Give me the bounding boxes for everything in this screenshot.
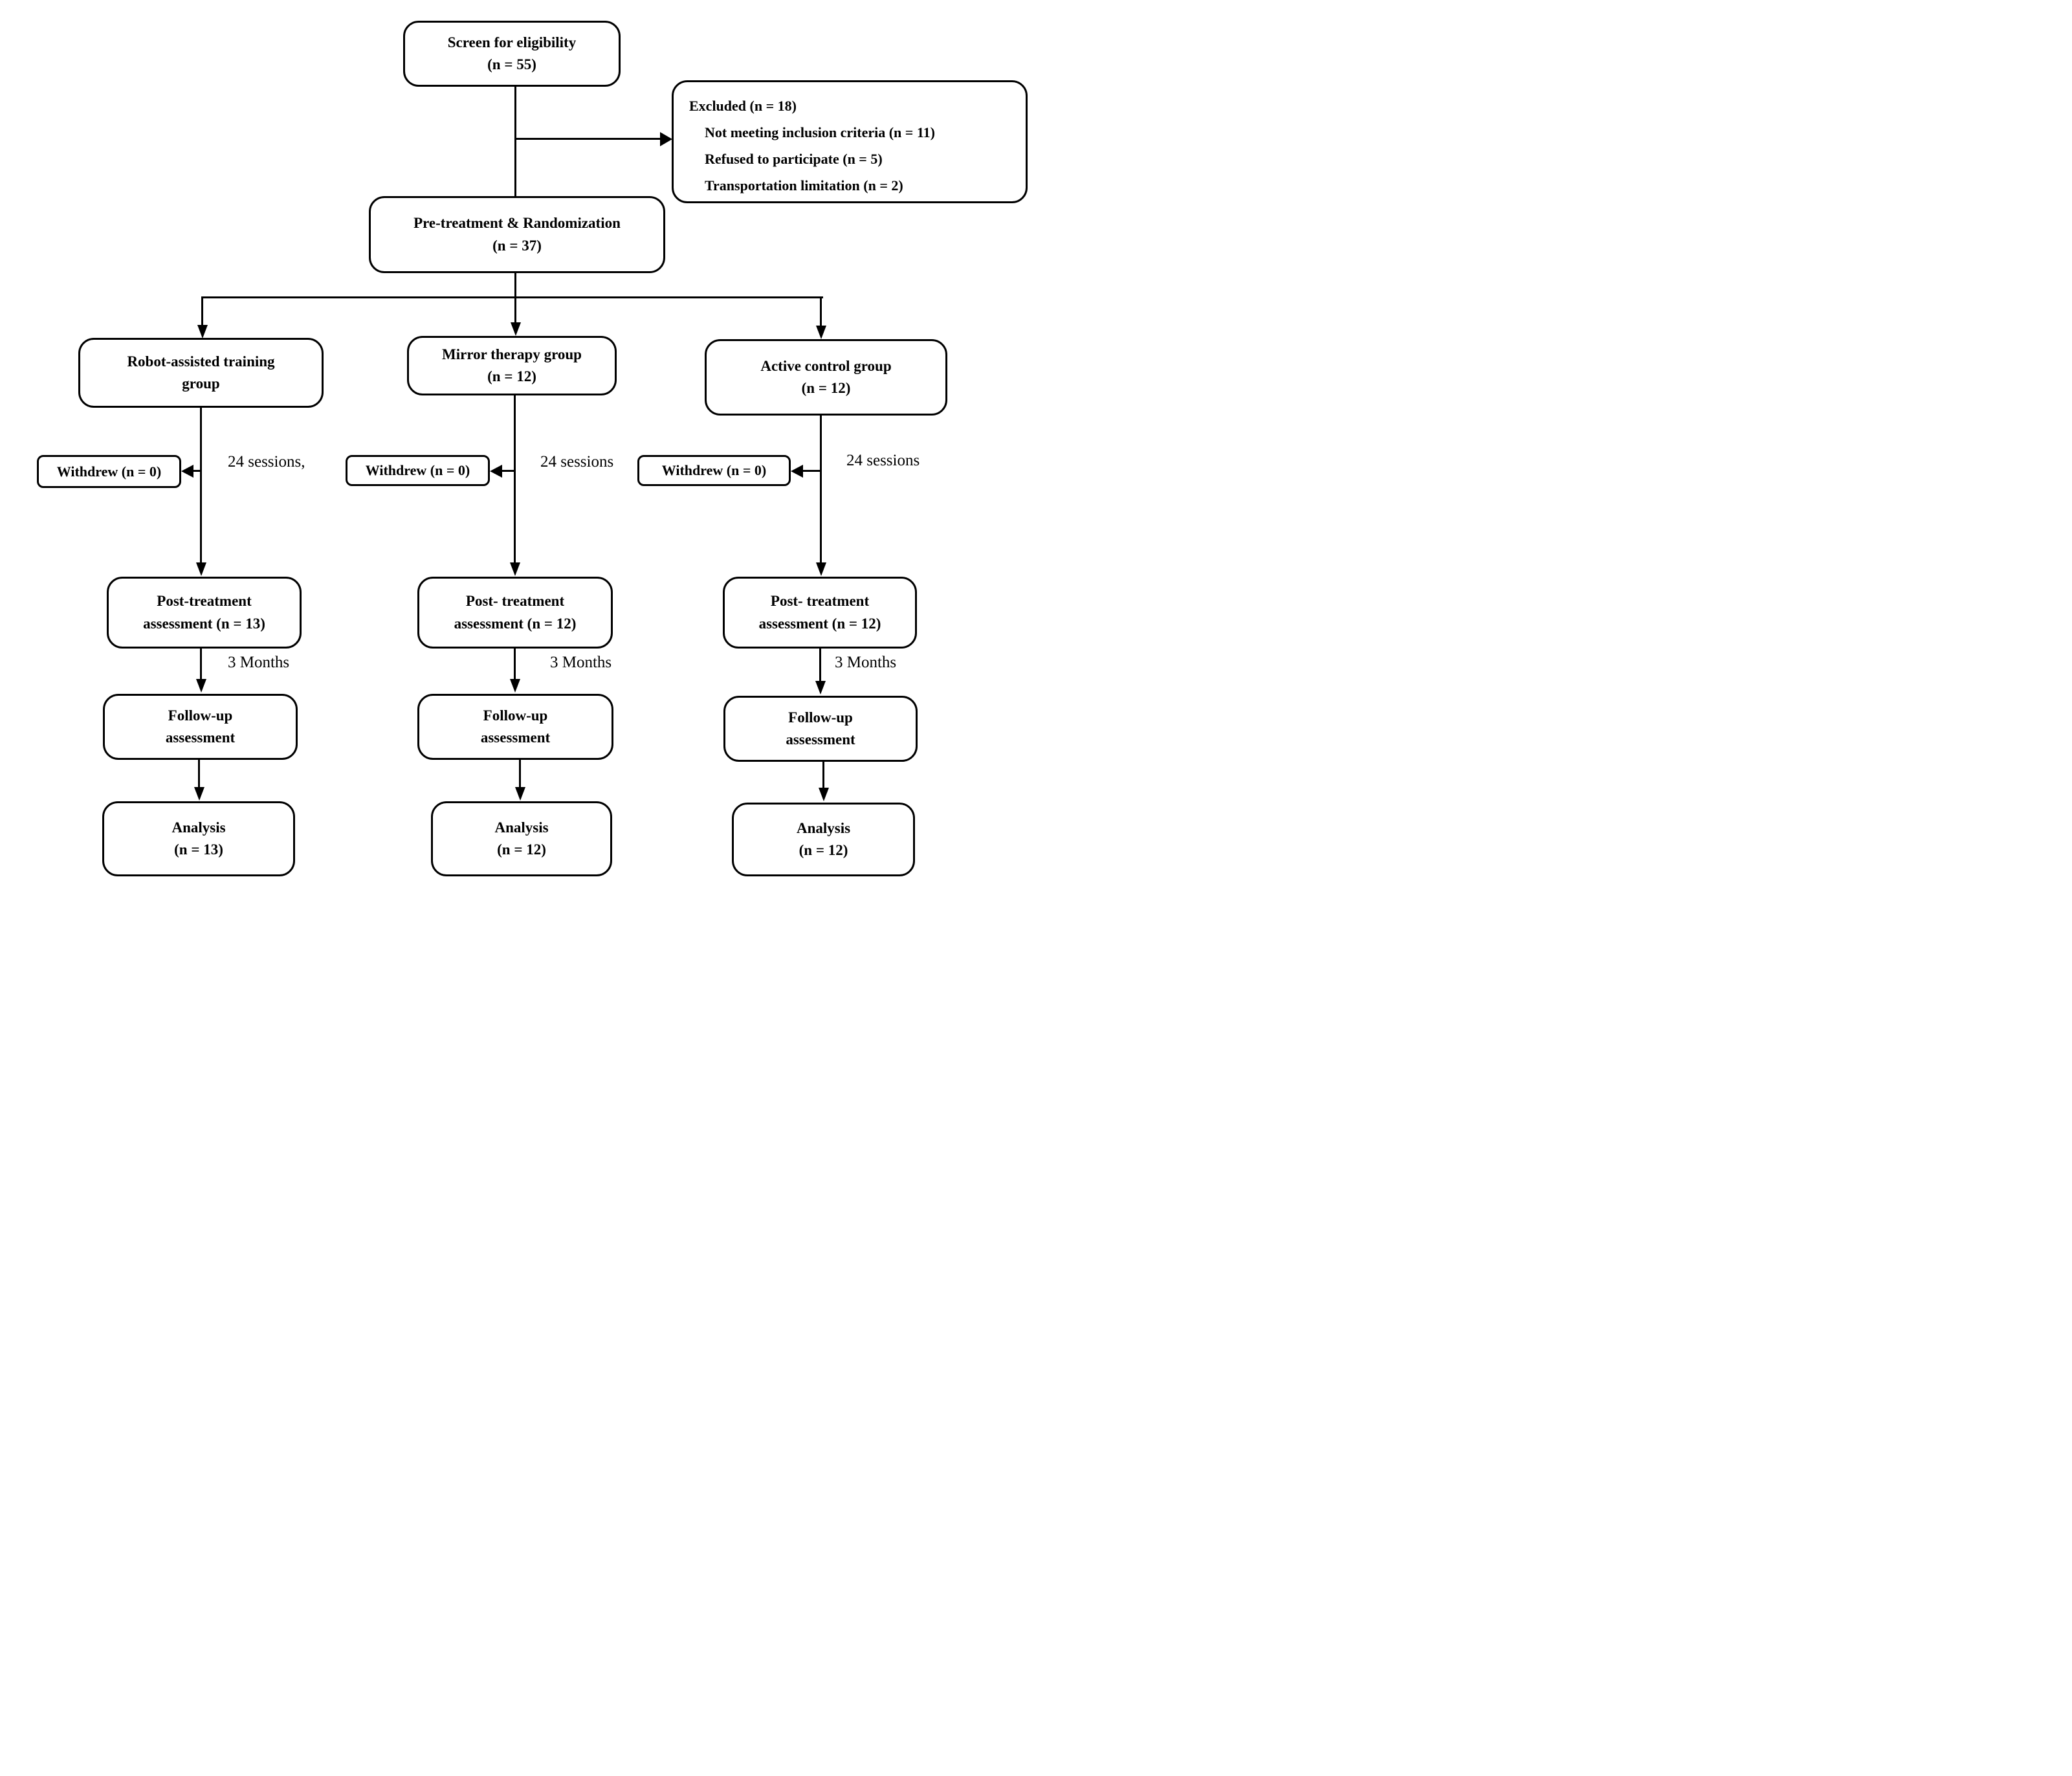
arrowhead-right-excluded-icon (660, 132, 672, 146)
screen-eligibility-count: (n = 55) (487, 56, 536, 72)
post-treatment-count-active: assessment (n = 12) (758, 615, 881, 632)
connector-followup-analysis-robot (198, 760, 200, 788)
arrowhead-left-withdrew-mirror-icon (490, 465, 502, 478)
post-treatment-box-active: Post- treatment assessment (n = 12) (723, 577, 917, 649)
arrowhead-down-post-active-icon (816, 562, 826, 576)
analysis-box-robot: Analysis (n = 13) (102, 801, 295, 876)
arrowhead-down-active-icon (816, 326, 826, 339)
analysis-count-robot: (n = 13) (174, 841, 223, 858)
screen-eligibility-label: Screen for eligibility (447, 34, 577, 50)
post-treatment-label-robot: Post-treatment (157, 593, 252, 609)
robot-group-label-line1: Robot-assisted training (127, 353, 275, 370)
withdrew-label-mirror: Withdrew (n = 0) (365, 462, 470, 478)
arrowhead-left-withdrew-active-icon (791, 465, 803, 478)
mirror-group-count: (n = 12) (487, 368, 536, 384)
analysis-count-active: (n = 12) (799, 842, 848, 858)
arrowhead-down-analysis-robot-icon (194, 787, 204, 801)
arrowhead-down-robot-icon (197, 325, 208, 339)
connector-branch-robot (201, 296, 203, 326)
connector-branch-mirror (514, 296, 516, 324)
connector-post-followup-robot (200, 649, 202, 680)
post-treatment-box-robot: Post-treatment assessment (n = 13) (107, 577, 302, 649)
post-treatment-count-robot: assessment (n = 13) (143, 615, 265, 632)
followup-label2-active: assessment (786, 731, 855, 748)
months-label-robot: 3 Months (228, 654, 290, 671)
followup-label2-robot: assessment (165, 729, 236, 746)
consort-flow-diagram: Screen for eligibility (n = 55) Excluded… (0, 0, 1036, 888)
followup-box-robot: Follow-up assessment (103, 694, 298, 760)
arrowhead-down-mirror-icon (511, 322, 521, 336)
followup-label-active: Follow-up (788, 709, 853, 726)
excluded-item-transportation: Transportation limitation (n = 2) (705, 177, 903, 194)
post-treatment-count-mirror: assessment (n = 12) (454, 615, 577, 632)
connector-withdrew-mirror (501, 470, 515, 472)
post-treatment-label-mirror: Post- treatment (465, 593, 565, 609)
post-treatment-box-mirror: Post- treatment assessment (n = 12) (417, 577, 613, 649)
arrowhead-down-analysis-mirror-icon (515, 787, 525, 801)
arrowhead-down-followup-active-icon (815, 681, 826, 694)
post-treatment-label-active: Post- treatment (770, 593, 870, 609)
excluded-item-inclusion: Not meeting inclusion criteria (n = 11) (705, 124, 935, 140)
withdrew-box-active: Withdrew (n = 0) (637, 455, 791, 486)
pretreatment-count: (n = 37) (492, 237, 542, 254)
connector-pretreat-branch (514, 273, 516, 298)
active-group-count: (n = 12) (801, 380, 851, 396)
connector-screen-pretreat (514, 87, 516, 196)
sessions-label-active: 24 sessions (846, 452, 920, 469)
sessions-label-robot: 24 sessions, (228, 453, 305, 471)
connector-followup-analysis-mirror (519, 760, 521, 788)
pretreatment-randomization-box: Pre-treatment & Randomization (n = 37) (369, 196, 665, 273)
analysis-label-active: Analysis (796, 819, 851, 836)
followup-label-mirror: Follow-up (483, 707, 548, 724)
analysis-box-active: Analysis (n = 12) (732, 803, 915, 876)
active-group-box: Active control group (n = 12) (705, 339, 947, 416)
arrowhead-left-withdrew-robot-icon (181, 465, 193, 478)
connector-withdrew-robot (193, 470, 201, 472)
followup-box-active: Follow-up assessment (723, 696, 918, 762)
arrowhead-down-post-mirror-icon (510, 562, 520, 576)
followup-label-robot: Follow-up (168, 707, 233, 724)
robot-group-label-line2: group (182, 375, 220, 392)
months-label-active: 3 Months (835, 654, 897, 671)
connector-mirror-post (514, 395, 516, 564)
connector-to-excluded (516, 138, 661, 140)
analysis-box-mirror: Analysis (n = 12) (431, 801, 612, 876)
connector-post-followup-active (819, 649, 821, 682)
pretreatment-label: Pre-treatment & Randomization (413, 215, 621, 231)
robot-group-box: Robot-assisted training group (78, 338, 324, 408)
connector-post-followup-mirror (514, 649, 516, 680)
mirror-group-label: Mirror therapy group (442, 346, 582, 362)
followup-box-mirror: Follow-up assessment (417, 694, 613, 760)
connector-active-post (820, 416, 822, 564)
withdrew-box-robot: Withdrew (n = 0) (37, 455, 181, 488)
analysis-count-mirror: (n = 12) (497, 841, 546, 858)
analysis-label-mirror: Analysis (494, 819, 549, 836)
excluded-title: Excluded (n = 18) (689, 98, 797, 114)
analysis-label-robot: Analysis (171, 819, 226, 836)
excluded-item-refused: Refused to participate (n = 5) (705, 151, 883, 167)
connector-followup-analysis-active (822, 762, 824, 789)
arrowhead-down-post-robot-icon (196, 562, 206, 576)
arrowhead-down-followup-robot-icon (196, 679, 206, 693)
followup-label2-mirror: assessment (480, 729, 551, 746)
withdrew-label-active: Withdrew (n = 0) (661, 462, 767, 478)
connector-branch-active (820, 296, 822, 327)
mirror-group-box: Mirror therapy group (n = 12) (407, 336, 617, 395)
arrowhead-down-analysis-active-icon (819, 788, 829, 801)
connector-withdrew-active (802, 470, 821, 472)
arrowhead-down-followup-mirror-icon (510, 679, 520, 693)
excluded-box: Excluded (n = 18) Not meeting inclusion … (672, 80, 1028, 203)
months-label-mirror: 3 Months (550, 654, 612, 671)
sessions-label-mirror: 24 sessions (540, 453, 614, 471)
active-group-label: Active control group (760, 357, 892, 374)
withdrew-label-robot: Withdrew (n = 0) (56, 463, 162, 480)
connector-robot-post (200, 408, 202, 564)
branch-horizontal-line (201, 296, 823, 298)
withdrew-box-mirror: Withdrew (n = 0) (346, 455, 490, 486)
screen-eligibility-box: Screen for eligibility (n = 55) (403, 21, 621, 87)
